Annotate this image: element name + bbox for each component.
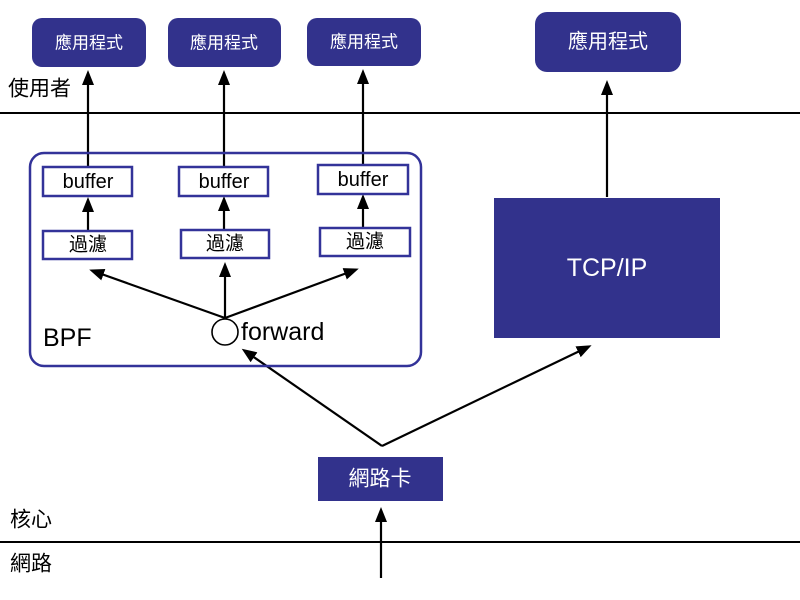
filter-label-3: 過濾 [346, 231, 384, 253]
application-box-4 [535, 12, 681, 72]
filter-label-1: 過濾 [69, 234, 107, 256]
forward-circle [211, 318, 239, 346]
buffer-label-1: buffer [63, 171, 114, 193]
arrow-nic-to-tcpip [381, 345, 592, 447]
application-node-1: 應用程式 [32, 18, 146, 67]
arrow-forward-to-filter3 [224, 268, 359, 320]
buffer-box-3 [316, 163, 410, 196]
arrow-forward-to-filter1 [89, 269, 226, 320]
filter-box-2 [179, 228, 271, 260]
filter-box-3 [318, 226, 412, 258]
application-box-1 [32, 18, 146, 67]
application-node-4: 應用程式 [535, 12, 681, 72]
application-box-3 [307, 18, 421, 66]
forward-label: forward [241, 318, 324, 346]
kernel-zone-label: 核心 [10, 509, 52, 532]
application-node-3: 應用程式 [307, 18, 421, 66]
tcpip-node: TCP/IP [494, 198, 720, 338]
bpf-container [28, 151, 423, 368]
buffer-label-3: buffer [338, 169, 389, 191]
application-label-3: 應用程式 [330, 32, 398, 52]
application-label-4: 應用程式 [568, 29, 648, 53]
filter-node-1: 過濾 [41, 229, 134, 261]
nic-node: 網路卡 [318, 457, 443, 501]
application-node-2: 應用程式 [168, 18, 281, 67]
filter-label-2: 過濾 [206, 233, 244, 255]
bpf-label: BPF [43, 324, 92, 352]
tcpip-box [494, 198, 720, 338]
buffer-label-2: buffer [199, 171, 250, 193]
buffer-box-2 [177, 165, 270, 198]
application-label-2: 應用程式 [190, 33, 258, 53]
filter-node-3: 過濾 [318, 226, 412, 258]
user-zone-label: 使用者 [8, 78, 71, 101]
nic-box [318, 457, 443, 501]
buffer-node-3: buffer [316, 163, 410, 196]
buffer-node-2: buffer [177, 165, 270, 198]
filter-box-1 [41, 229, 134, 261]
buffer-box-1 [41, 165, 134, 198]
application-box-2 [168, 18, 281, 67]
filter-node-2: 過濾 [179, 228, 271, 260]
network-zone-label: 網路 [10, 553, 52, 576]
tcpip-label: TCP/IP [567, 254, 648, 282]
buffer-node-1: buffer [41, 165, 134, 198]
nic-label: 網路卡 [349, 468, 412, 491]
application-label-1: 應用程式 [55, 33, 123, 53]
